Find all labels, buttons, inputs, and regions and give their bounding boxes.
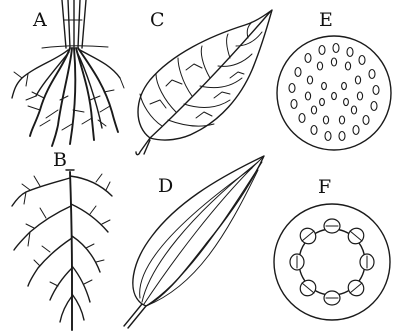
taproot-drawing: [12, 170, 112, 330]
label-d: D: [158, 175, 173, 197]
parallel-veined-leaf-drawing: [124, 156, 264, 328]
label-e: E: [319, 9, 333, 31]
fibrous-root-drawing: [12, 0, 124, 146]
label-f: F: [318, 176, 331, 198]
label-c: C: [150, 9, 165, 31]
net-veined-leaf-drawing: [136, 10, 272, 155]
label-b: B: [53, 149, 67, 171]
scattered-bundle-stem-section: [277, 36, 391, 150]
vascular-bundles: [290, 219, 374, 305]
ring-bundle-stem-section: [274, 204, 390, 320]
label-a: A: [32, 9, 47, 31]
